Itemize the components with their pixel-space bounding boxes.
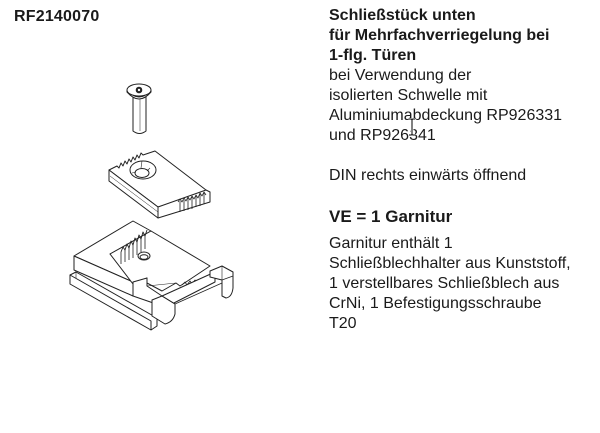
contents-line-1: Garnitur enthält 1 xyxy=(329,235,453,252)
packaging-unit: VE = 1 Garnitur xyxy=(329,207,453,226)
product-description: Schließstück unten für Mehrfachverriegel… xyxy=(329,6,599,334)
strike-plate-icon xyxy=(108,150,211,219)
din-note: DIN rechts einwärts öffnend xyxy=(329,167,527,184)
contents-line-3: 1 verstellbares Schließblech aus xyxy=(329,275,560,292)
contents-line-2: Schließblechhalter aus Kunststoff, xyxy=(329,255,571,272)
contents-line-4: CrNi, 1 Befestigungsschraube xyxy=(329,295,542,312)
title-line-2: für Mehrfachverriegelung bei xyxy=(329,27,550,44)
article-number: RF2140070 xyxy=(14,8,100,25)
title-line-3: 1-flg. Türen xyxy=(329,47,417,64)
usage-line-3: Aluminiumabdeckung RP926331 xyxy=(329,107,563,124)
contents-text: Garnitur enthält 1 Schließblechhalter au… xyxy=(329,234,599,334)
screw-icon xyxy=(126,83,152,134)
usage-line-2: isolierten Schwelle mit xyxy=(329,87,488,104)
text-cursor-icon xyxy=(409,118,415,136)
usage-line-1: bei Verwendung der xyxy=(329,67,472,84)
contents-line-5: T20 xyxy=(329,315,357,332)
title-line-1: Schließstück unten xyxy=(329,7,476,24)
product-drawing xyxy=(69,83,234,331)
strike-holder-icon xyxy=(69,220,234,331)
usage-line-4: und RP926341 xyxy=(329,127,436,144)
